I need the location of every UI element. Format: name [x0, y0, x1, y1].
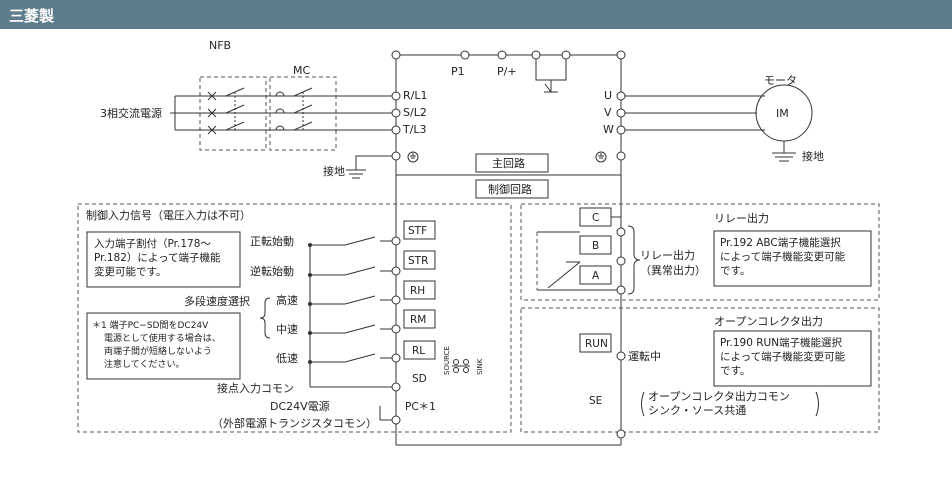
oc-common-label2: シンク・ソース共通 [648, 404, 746, 417]
main-circuit-label: 主回路 [492, 157, 525, 170]
terminal-pc: PC＊1 [405, 401, 436, 413]
assign-note-line1: 入力端子割付（Pr.178〜 [94, 237, 211, 250]
power-supply-label: 3相交流電源 [100, 106, 162, 120]
header-bar: 三菱製 [0, 0, 952, 29]
input-assign-note-box [86, 231, 241, 288]
ground-left-label: 接地 [323, 165, 345, 178]
relay-side-label1: リレー出力 [640, 248, 695, 262]
dc24v-sub-label: （外部電源トランジスタコモン） [212, 416, 377, 430]
terminal-c: C [592, 212, 599, 224]
running-label: 運転中 [628, 350, 661, 363]
terminal-r-l1: R/L1 [403, 89, 427, 102]
terminal-sd: SD [412, 373, 427, 385]
relay-note-line2: によって端子機能変更可能 [720, 250, 846, 263]
inverter-control-block [395, 174, 622, 446]
terminal-box-a [579, 265, 612, 285]
terminal-a: A [592, 270, 600, 282]
terminal-box-stf [403, 220, 436, 240]
signal-forward-start: 正転始動 [250, 234, 294, 248]
terminal-v: V [604, 106, 612, 119]
input-group-title: 制御入力信号（電圧入力は不可） [86, 208, 251, 222]
warning-line3: 両端子間が短絡しないよう [104, 345, 212, 357]
terminal-t-l3: T/L3 [402, 123, 427, 136]
terminal-p-plus: P/+ [497, 65, 517, 78]
oc-note-line3: です。 [720, 365, 750, 377]
relay-group-box [520, 203, 880, 301]
contact-common-label: 接点入力コモン [217, 382, 294, 395]
signal-low-speed: 低速 [276, 352, 298, 365]
dc24v-label: DC24V電源 [270, 399, 330, 413]
oc-note-line1: Pr.190 RUN端子機能選択 [720, 336, 843, 349]
terminal-rl: RL [412, 345, 425, 357]
terminal-rh: RH [410, 285, 425, 297]
oc-group-box [520, 307, 880, 433]
input-group-box [77, 203, 512, 433]
signal-mid-speed: 中速 [276, 323, 298, 336]
warning-line2: 電源として使用する場合は、 [104, 332, 221, 344]
motor-label: モータ [764, 74, 797, 87]
terminal-box-rm [403, 309, 436, 329]
warning-line4: 注意してください。 [104, 358, 184, 370]
sink-label: SINK [476, 358, 484, 375]
relay-group-title: リレー出力 [714, 211, 769, 225]
relay-side-label2: （異常出力） [640, 263, 706, 277]
multi-speed-label: 多段速度選択 [184, 294, 250, 308]
signal-reverse-start: 逆転始動 [250, 264, 294, 278]
terminal-rm: RM [410, 314, 426, 326]
terminal-box-b [579, 235, 612, 255]
assign-note-line3: 変更可能です。 [94, 265, 166, 278]
terminal-box-rl [403, 340, 436, 360]
terminal-s-l2: S/L2 [403, 106, 427, 119]
terminal-run: RUN [585, 338, 608, 350]
signal-high-speed: 高速 [276, 293, 298, 307]
control-circuit-box [475, 179, 549, 199]
oc-note-line2: によって端子機能変更可能 [720, 350, 846, 363]
ground-right-label: 接地 [802, 150, 824, 163]
terminal-w: W [603, 123, 614, 136]
terminal-b: B [592, 240, 599, 252]
main-circuit-box [475, 153, 549, 173]
pc-sd-warning-box [86, 312, 241, 380]
relay-note-box [713, 230, 872, 287]
motor-im-label: IM [776, 107, 789, 120]
oc-common-label1: オープンコレクタ出力コモン [648, 389, 790, 403]
terminal-box-rh [403, 280, 436, 300]
terminal-box-run [579, 333, 612, 353]
relay-note-line1: Pr.192 ABC端子機能選択 [720, 236, 841, 249]
warning-line1: ＊1 端子PC−SD間をDC24V [92, 319, 209, 331]
nfb-label: NFB [209, 39, 231, 52]
source-label: SOURCE [443, 346, 451, 375]
terminal-str: STR [408, 255, 428, 267]
header-title: 三菱製 [9, 7, 55, 25]
terminal-stf: STF [408, 225, 427, 237]
terminal-p1: P1 [451, 65, 465, 78]
oc-note-box [713, 330, 872, 387]
assign-note-line2: Pr.182）によって端子機能 [94, 251, 221, 264]
relay-note-line3: です。 [720, 265, 750, 277]
terminal-box-str [403, 250, 436, 270]
control-circuit-label: 制御回路 [488, 182, 532, 196]
terminal-se: SE [589, 395, 602, 407]
terminal-u: U [604, 89, 612, 102]
oc-group-title: オープンコレクタ出力 [714, 314, 823, 328]
mc-label: MC [293, 64, 310, 77]
